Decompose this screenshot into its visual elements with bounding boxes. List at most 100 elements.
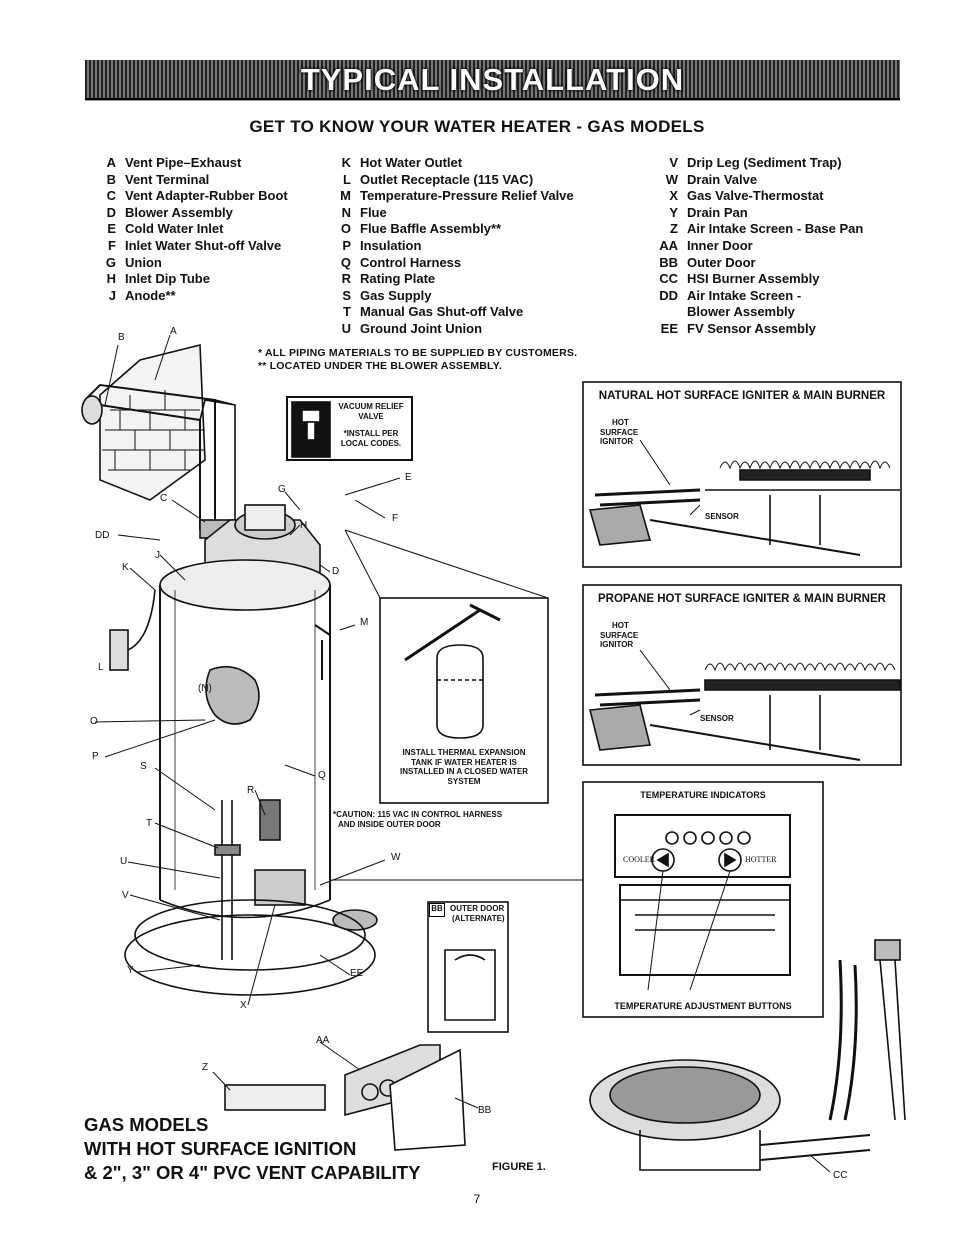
legend-code: T: [343, 304, 351, 320]
legend-label: Air Intake Screen -: [687, 287, 802, 303]
legend-code: DD: [659, 287, 678, 303]
callout-x: X: [240, 1000, 247, 1011]
legend-label: Vent Terminal: [125, 171, 210, 187]
legend-label: Flue Baffle Assembly**: [360, 221, 502, 237]
outer-door-code: BB: [429, 903, 445, 917]
tpr-valve: [314, 624, 331, 680]
legend-code: Y: [669, 204, 678, 220]
legend-code: P: [342, 237, 351, 253]
legend-code: J: [108, 287, 116, 303]
natural-sensor-label: SENSOR: [705, 512, 739, 521]
callout-ee: EE: [350, 968, 364, 979]
legend-item: Q Control Harness: [335, 255, 574, 272]
legend-code: X: [669, 188, 678, 204]
legend-label: Manual Gas Shut-off Valve: [360, 304, 524, 320]
callout-m: M: [360, 617, 369, 628]
drain-pan: [124, 899, 376, 996]
legend-code: F: [108, 237, 116, 253]
inner-door: [344, 1044, 466, 1151]
legend-label: Temperature-Pressure Relief Valve: [360, 188, 574, 204]
legend-label: Anode**: [125, 287, 176, 303]
legend-label: Insulation: [360, 237, 422, 253]
hsi-burner-assembly: [589, 939, 906, 1171]
legend-label: Outer Door: [687, 254, 756, 270]
legend-code: Q: [340, 254, 351, 270]
legend-code: D: [106, 204, 116, 220]
legend-item: Z Air Intake Screen - Base Pan: [652, 221, 863, 238]
callout-z: Z: [202, 1062, 209, 1073]
legend-label: Blower Assembly: [125, 204, 233, 220]
air-intake-screen: [224, 1084, 326, 1111]
models-title: GAS MODELS WITH HOT SURFACE IGNITION & 2…: [84, 1114, 421, 1183]
banner-rule: [85, 100, 900, 101]
legend-label: Cold Water Inlet: [125, 221, 224, 237]
legend-label: Hot Water Outlet: [360, 155, 463, 170]
callout-j: J: [155, 550, 160, 561]
legend-item: Y Drain Pan: [652, 205, 863, 222]
legend-label: Vent Pipe–Exhaust: [125, 155, 242, 170]
propane-sensor-label: SENSOR: [700, 714, 734, 723]
legend-label: Gas Supply: [360, 287, 432, 303]
legend-code: L: [343, 171, 351, 187]
legend-label: Control Harness: [360, 254, 462, 270]
note-blower: ** LOCATED UNDER THE BLOWER ASSEMBLY.: [258, 360, 502, 372]
legend-label: HSI Burner Assembly: [687, 271, 820, 287]
legend-code: Z: [670, 221, 678, 237]
figure-label: FIGURE 1.: [492, 1161, 546, 1173]
callout-leaders: [94, 334, 831, 1173]
callout-dd: DD: [95, 530, 110, 541]
callout-v: V: [122, 890, 129, 901]
note-customers: * ALL PIPING MATERIALS TO BE SUPPLIED BY…: [258, 347, 578, 359]
legend-item: J Anode**: [100, 288, 288, 305]
temperature-box: [330, 781, 824, 1018]
outer-door-box: [427, 901, 509, 1033]
legend-label: Drain Pan: [687, 204, 748, 220]
legend-label: Blower Assembly: [687, 304, 795, 320]
legend-code: A: [106, 155, 116, 170]
callout-aa: AA: [316, 1035, 330, 1046]
legend-code: C: [106, 188, 116, 204]
legend-label: Ground Joint Union: [360, 320, 483, 336]
propane-burner-box: [582, 584, 902, 766]
propane-igniter-label: HOT SURFACE IGNITOR: [600, 621, 639, 649]
natural-burner-box: [582, 381, 902, 568]
title-banner: TYPICAL INSTALLATION: [85, 60, 900, 100]
callout-g: G: [278, 484, 286, 495]
callout-f: F: [392, 513, 399, 524]
legend-label: Inner Door: [687, 237, 753, 253]
caution-note: *CAUTION: 115 VAC IN CONTROL HARNESS AND…: [333, 810, 503, 829]
natural-igniter-label: HOT SURFACE IGNITOR: [600, 418, 639, 446]
hotter-label: HOTTER: [745, 855, 777, 864]
legend-label: Inlet Water Shut-off Valve: [125, 237, 282, 253]
natural-box-title: NATURAL HOT SURFACE IGNITER & MAIN BURNE…: [598, 390, 886, 402]
legend-code: U: [341, 320, 351, 336]
callout-w: W: [391, 852, 401, 863]
page-number: 7: [473, 1192, 481, 1206]
callout-s: S: [140, 761, 147, 772]
callout-n: (N): [198, 683, 212, 694]
legend-code: B: [106, 171, 116, 187]
legend-item: X Gas Valve-Thermostat: [652, 188, 863, 205]
legend-item: P Insulation: [335, 238, 574, 255]
legend-label: Air Intake Screen - Base Pan: [687, 221, 864, 237]
vacuum-relief-label: VACUUM RELIEF VALVE *INSTALL PER LOCAL C…: [338, 402, 404, 448]
legend-label: Gas Valve-Thermostat: [687, 188, 824, 204]
callout-q: Q: [318, 770, 326, 781]
legend-item: B Vent Terminal: [100, 172, 288, 189]
legend-code: S: [342, 287, 351, 303]
legend-item: Blower Assembly: [652, 304, 863, 321]
